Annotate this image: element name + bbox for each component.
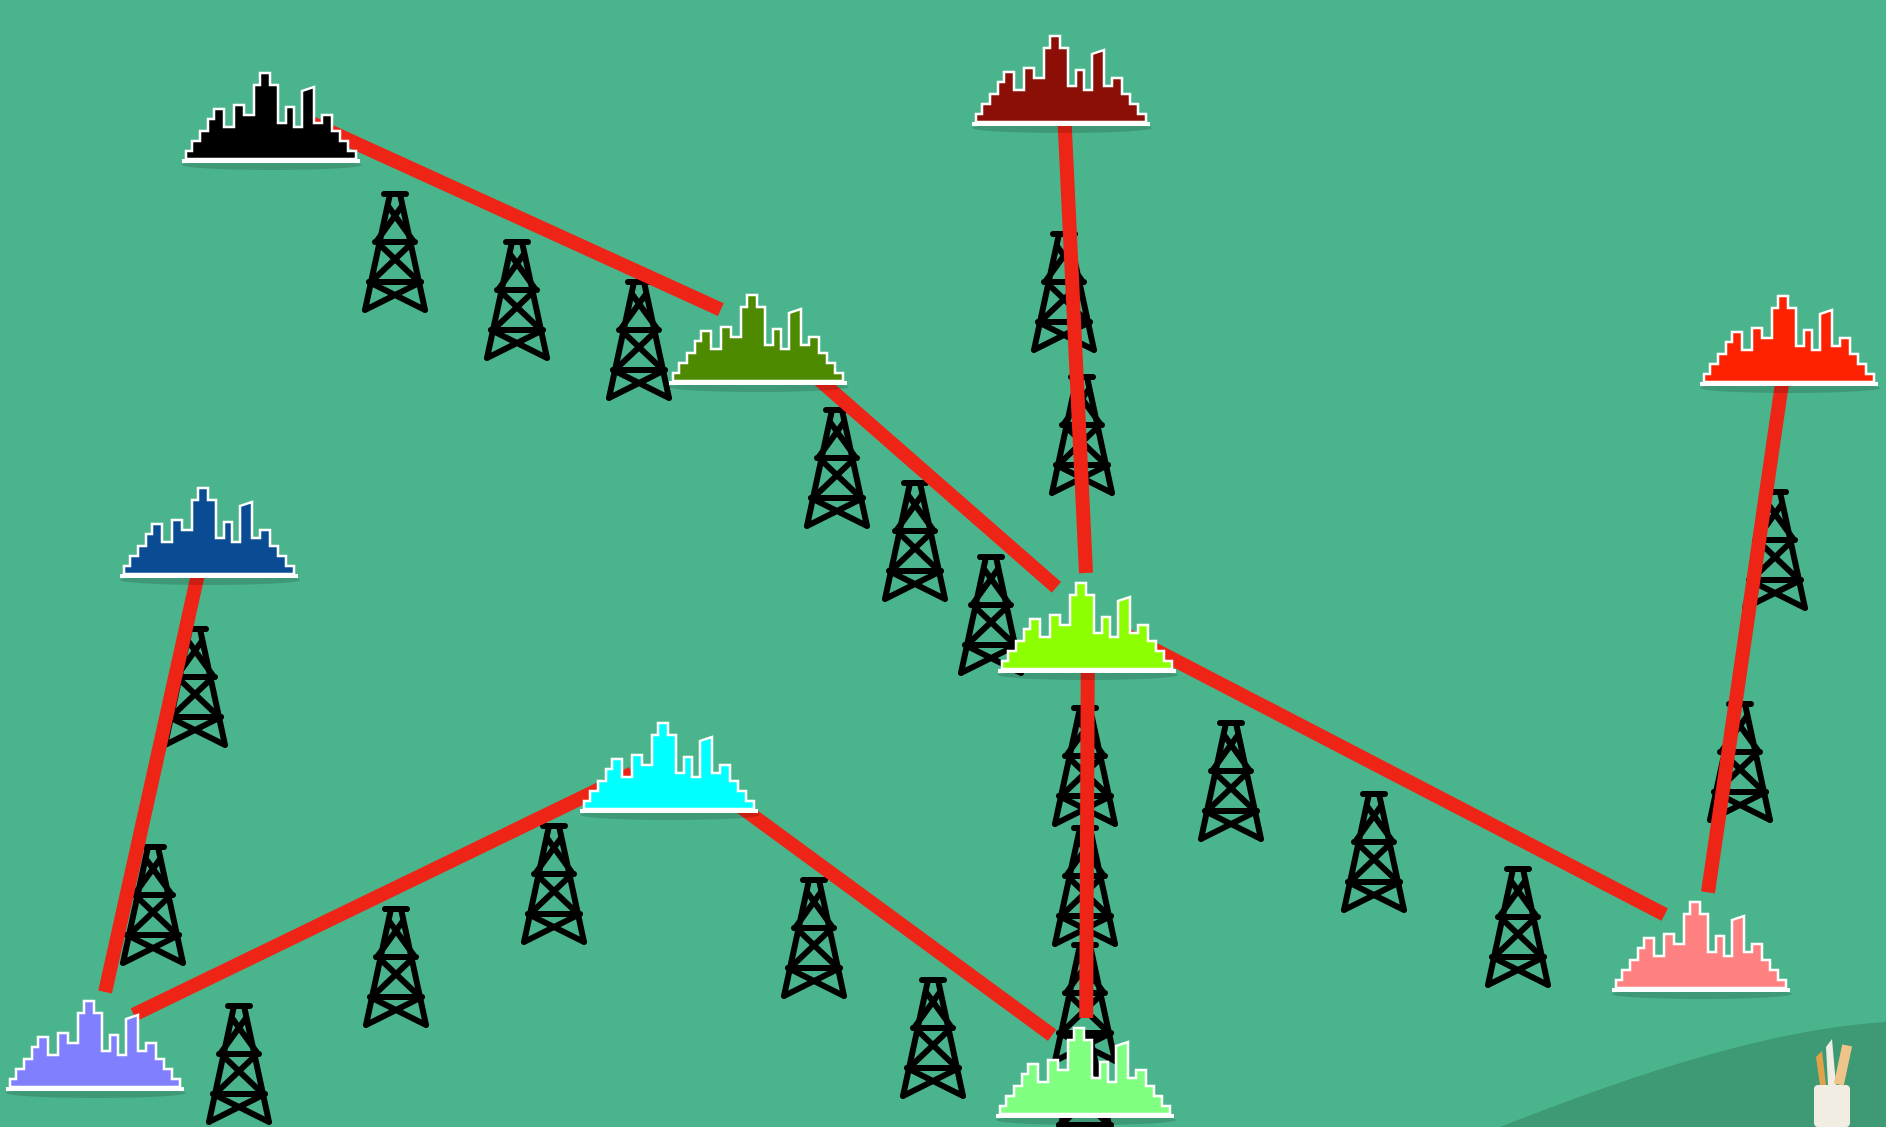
power-line-cyan-to-light-green[interactable] (699, 774, 1057, 1041)
power-tower-icon (1201, 723, 1261, 839)
towers-layer (123, 194, 1805, 1127)
city-lime-green-icon[interactable] (996, 581, 1178, 675)
power-tower-icon (885, 483, 945, 599)
city-periwinkle-icon[interactable] (4, 999, 186, 1093)
pencil-ruler-cup-icon[interactable] (1814, 1039, 1853, 1127)
power-tower-icon (524, 826, 584, 942)
power-tower-icon (609, 282, 669, 398)
city-black-icon[interactable] (180, 71, 362, 165)
city-olive-green-icon[interactable] (667, 293, 849, 387)
power-line-lime-green-to-pink[interactable] (1122, 628, 1668, 921)
city-light-green-icon[interactable] (994, 1026, 1176, 1120)
power-tower-icon (209, 1006, 269, 1122)
power-tower-icon (487, 242, 547, 358)
power-tower-icon (784, 880, 844, 996)
power-tower-icon (807, 410, 867, 526)
power-line-periwinkle-to-cyan[interactable] (130, 767, 636, 1021)
city-red-icon[interactable] (1698, 294, 1880, 388)
power-line-navy-blue-to-periwinkle[interactable] (98, 559, 208, 994)
power-line-lime-green-to-light-green[interactable] (1079, 656, 1095, 1019)
city-navy-blue-icon[interactable] (118, 486, 300, 580)
power-tower-icon (365, 194, 425, 310)
corner-decoration (1500, 1022, 1886, 1127)
power-tower-icon (903, 980, 963, 1096)
power-tower-icon (1344, 794, 1404, 910)
power-tower-icon (366, 909, 426, 1025)
city-dark-red-icon[interactable] (970, 34, 1152, 128)
power-line-red-to-pink[interactable] (1701, 368, 1791, 894)
power-tower-icon (1488, 869, 1548, 985)
power-lines-layer (98, 109, 1791, 1041)
power-line-black-to-olive-green[interactable] (307, 116, 724, 316)
city-pink-icon[interactable] (1610, 900, 1792, 994)
power-line-dark-red-to-lime-green[interactable] (1057, 109, 1093, 574)
cities-layer (4, 34, 1880, 1125)
city-cyan-icon[interactable] (578, 721, 760, 815)
power-line-olive-green-to-lime-green[interactable] (785, 349, 1062, 593)
